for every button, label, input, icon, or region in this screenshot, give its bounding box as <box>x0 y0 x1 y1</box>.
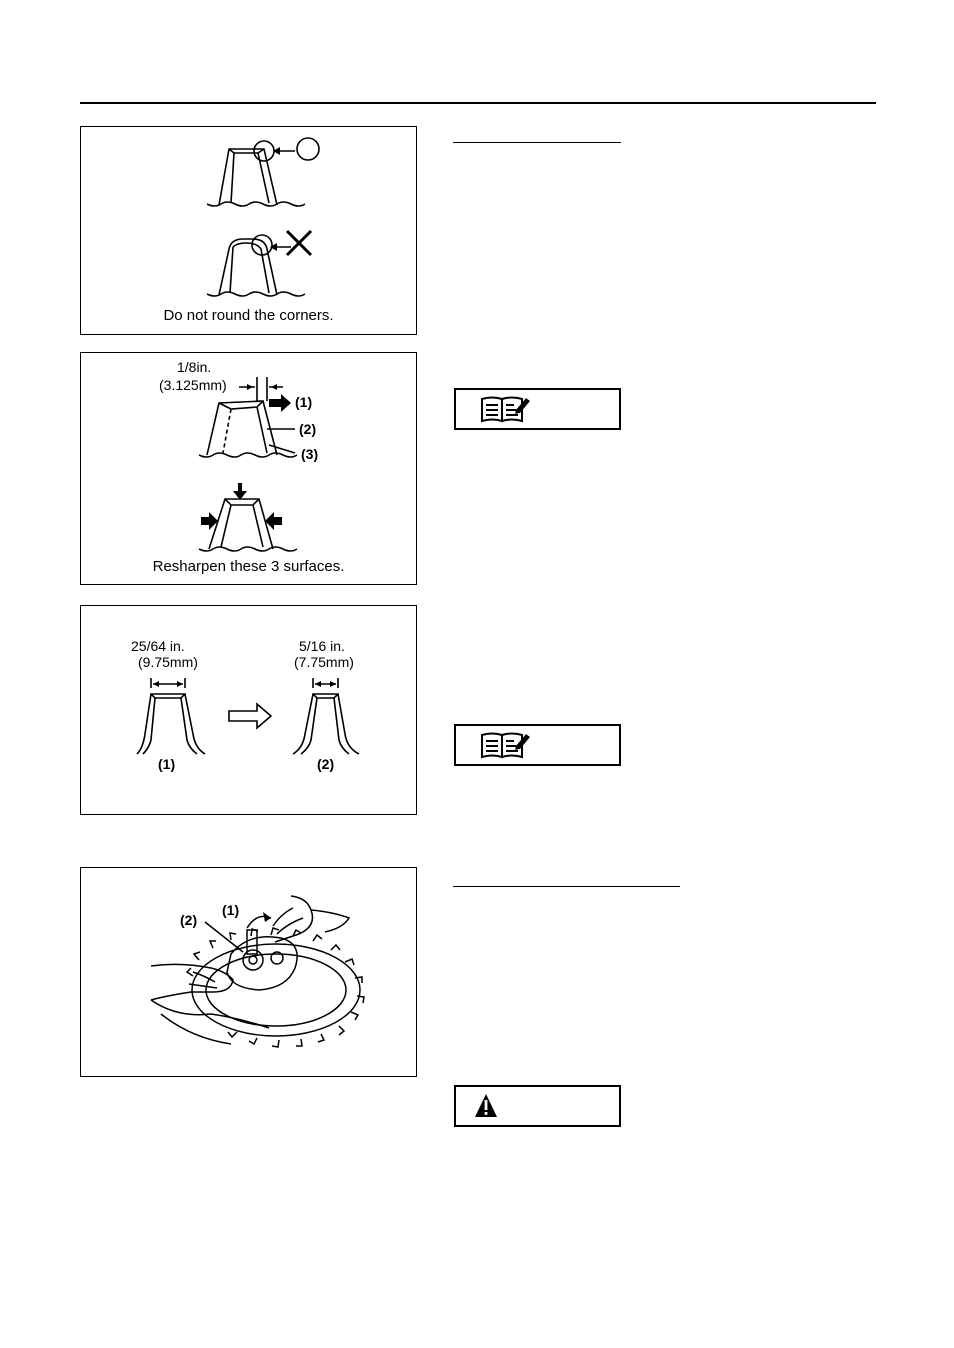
corner-comparison-illustration <box>206 137 320 297</box>
tooth-width-illustration <box>136 678 360 755</box>
width-right-dimension-inch: 5/16 in. <box>299 638 345 654</box>
width-left-dimension-inch: 25/64 in. <box>131 638 185 654</box>
sprocket-removal-illustration <box>150 895 365 1048</box>
width-label-2: (2) <box>317 756 335 772</box>
manual-book-icon <box>481 732 530 759</box>
figure-corners-caption: Do not round the corners. <box>163 307 334 324</box>
resharpen-dimension-mm: (3.125mm) <box>159 377 227 393</box>
section-heading-rule-1 <box>453 142 621 143</box>
resharpen-label-2: (2) <box>299 421 317 437</box>
figure-sprocket: (1) (2) <box>80 867 417 1077</box>
resharpen-label-3: (3) <box>301 446 319 462</box>
figure-resharpen-caption: Resharpen these 3 surfaces. <box>152 558 345 575</box>
figure-width-limit: 25/64 in. (9.75mm) 5/16 in. (7.75mm) (1)… <box>80 605 417 815</box>
note-box-1 <box>454 388 621 430</box>
figure-resharpen: 1/8in. (3.125mm) (1) (2) (3) Resharpen t… <box>80 352 417 585</box>
figure-corners: Do not round the corners. <box>80 126 417 335</box>
width-right-dimension-mm: (7.75mm) <box>294 654 354 670</box>
warning-box <box>454 1085 621 1127</box>
resharpen-label-1: (1) <box>295 394 313 410</box>
section-heading-rule-2 <box>453 886 680 887</box>
note-box-2 <box>454 724 621 766</box>
page-top-rule <box>80 102 876 104</box>
sprocket-label-1: (1) <box>222 902 240 918</box>
width-left-dimension-mm: (9.75mm) <box>138 654 198 670</box>
warning-triangle-icon <box>475 1094 497 1117</box>
manual-book-icon <box>481 396 530 423</box>
resharpen-illustration <box>198 377 298 552</box>
resharpen-dimension-inch: 1/8in. <box>177 359 212 375</box>
sprocket-label-2: (2) <box>180 912 198 928</box>
width-label-1: (1) <box>158 756 176 772</box>
